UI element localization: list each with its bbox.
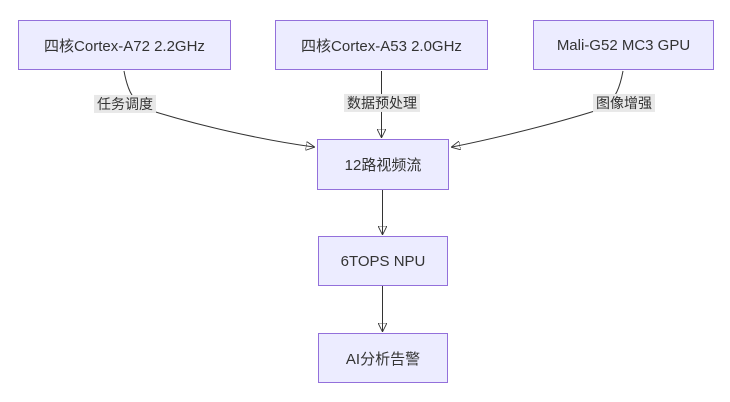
node-ai-alert: AI分析告警 [318,333,448,383]
node-mali-gpu: Mali-G52 MC3 GPU [533,20,714,70]
node-video-stream: 12路视频流 [317,139,449,190]
edge-label-task-scheduling: 任务调度 [94,94,156,114]
node-cortex-a72-label: 四核Cortex-A72 2.2GHz [44,37,205,55]
node-npu: 6TOPS NPU [318,236,448,286]
edge-label-image-enhancement: 图像增强 [593,93,655,113]
node-cortex-a72: 四核Cortex-A72 2.2GHz [18,20,231,70]
node-cortex-a53: 四核Cortex-A53 2.0GHz [275,20,488,70]
node-npu-label: 6TOPS NPU [340,252,426,270]
node-mali-gpu-label: Mali-G52 MC3 GPU [556,36,691,54]
edge-label-data-preprocessing: 数据预处理 [344,93,420,113]
node-cortex-a53-label: 四核Cortex-A53 2.0GHz [301,37,462,55]
node-ai-alert-label: AI分析告警 [345,350,421,368]
node-video-stream-label: 12路视频流 [344,157,422,174]
arrow-gpu-to-video [452,70,624,147]
arrow-a72-to-video [123,70,314,147]
